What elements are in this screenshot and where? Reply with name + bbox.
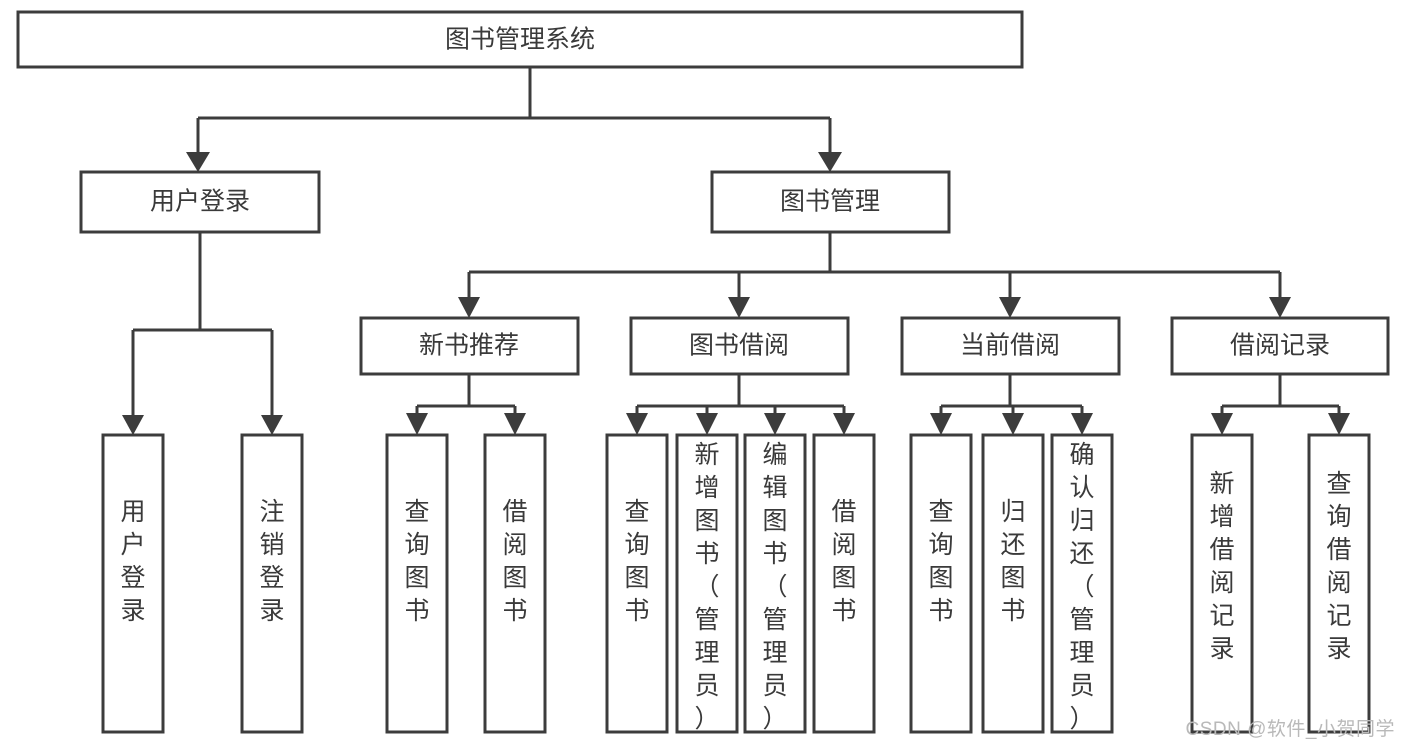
csdn-watermark: CSDN @软件_小贺同学 bbox=[1185, 719, 1395, 740]
leaf-user-login-box[interactable] bbox=[101, 433, 165, 734]
node-current-borrow[interactable]: 当前借阅 bbox=[900, 316, 1121, 376]
arrow-to-leaf-return-book bbox=[1002, 413, 1024, 435]
leaf-add-book-admin[interactable]: 新增图书（管理员） bbox=[675, 433, 739, 734]
arrow-to-leaf-query-book-2 bbox=[626, 413, 648, 435]
leaf-query-book-1[interactable]: 查询图书 bbox=[385, 433, 449, 734]
node-borrow-record[interactable]: 借阅记录 bbox=[1170, 316, 1390, 376]
arrow-to-leaf-add-record bbox=[1211, 413, 1233, 435]
connector-book-management-trunk bbox=[467, 232, 1282, 300]
leaf-query-book-3-label: 查询图书 bbox=[928, 498, 953, 625]
arrow-to-leaf-logout bbox=[261, 415, 283, 435]
leaf-return-book-label: 归还图书 bbox=[1000, 498, 1025, 625]
node-book-borrow-label: 图书借阅 bbox=[689, 332, 789, 360]
leaf-confirm-return-admin-label: 确认归还（管理员） bbox=[1069, 441, 1094, 733]
leaf-borrow-book-2-box[interactable] bbox=[812, 433, 876, 734]
leaf-add-borrow-record[interactable]: 新增借阅记录 bbox=[1190, 433, 1254, 734]
node-book-management[interactable]: 图书管理 bbox=[710, 170, 951, 234]
leaf-query-book-2-box[interactable] bbox=[605, 433, 669, 734]
leaf-query-book-2[interactable]: 查询图书 bbox=[605, 433, 669, 734]
node-user-login-box[interactable] bbox=[79, 170, 321, 234]
arrow-to-leaf-add-book bbox=[696, 413, 718, 435]
leaf-add-borrow-record-box[interactable] bbox=[1190, 433, 1254, 734]
node-new-book-recommend-box[interactable] bbox=[359, 316, 580, 376]
arrow-to-leaf-confirm-return bbox=[1071, 413, 1093, 435]
leaf-borrow-book-1-box[interactable] bbox=[483, 433, 547, 734]
leaf-return-book-box[interactable] bbox=[981, 433, 1045, 734]
leaf-query-book-3-box[interactable] bbox=[909, 433, 973, 734]
arrow-to-leaf-query-book-3 bbox=[930, 413, 952, 435]
leaf-borrow-book-1[interactable]: 借阅图书 bbox=[483, 433, 547, 734]
leaf-logout-box[interactable] bbox=[240, 433, 304, 734]
node-new-book-recommend[interactable]: 新书推荐 bbox=[359, 316, 580, 376]
node-book-management-label: 图书管理 bbox=[780, 188, 880, 216]
arrow-to-new-book-recommend bbox=[458, 297, 480, 318]
arrow-to-leaf-borrow-book-1 bbox=[504, 413, 526, 435]
arrow-to-leaf-query-book-1 bbox=[406, 413, 428, 435]
connector-layer bbox=[122, 67, 1350, 435]
connector-user-login-trunk bbox=[131, 232, 274, 418]
node-borrow-record-box[interactable] bbox=[1170, 316, 1390, 376]
leaf-add-book-admin-label: 新增图书（管理员） bbox=[694, 441, 719, 733]
node-user-login-label: 用户登录 bbox=[150, 188, 250, 216]
arrow-to-current-borrow bbox=[999, 297, 1021, 318]
leaf-add-book-admin-box[interactable] bbox=[675, 433, 739, 734]
node-current-borrow-box[interactable] bbox=[900, 316, 1121, 376]
leaf-query-borrow-record-box[interactable] bbox=[1307, 433, 1371, 734]
leaf-borrow-book-1-label: 借阅图书 bbox=[502, 498, 527, 625]
leaf-borrow-book-2[interactable]: 借阅图书 bbox=[812, 433, 876, 734]
leaf-logout-label: 注销登录 bbox=[259, 498, 284, 625]
leaf-borrow-book-2-label: 借阅图书 bbox=[831, 498, 856, 625]
connector-book-borrow-trunk bbox=[635, 374, 846, 418]
leaf-edit-book-admin-label: 编辑图书（管理员） bbox=[762, 441, 787, 733]
node-root-box[interactable] bbox=[16, 10, 1024, 69]
arrow-to-leaf-user-login bbox=[122, 415, 144, 435]
leaf-query-book-2-label: 查询图书 bbox=[624, 498, 649, 625]
leaf-logout[interactable]: 注销登录 bbox=[240, 433, 304, 734]
connector-root-trunk bbox=[196, 67, 832, 155]
leaf-add-borrow-record-label: 新增借阅记录 bbox=[1209, 470, 1234, 663]
leaf-user-login-label: 用户登录 bbox=[120, 498, 145, 625]
node-borrow-record-label: 借阅记录 bbox=[1230, 332, 1330, 360]
arrow-to-book-management bbox=[818, 152, 842, 172]
leaf-confirm-return-admin[interactable]: 确认归还（管理员） bbox=[1050, 433, 1114, 734]
node-current-borrow-label: 当前借阅 bbox=[960, 332, 1060, 360]
leaf-query-book-1-label: 查询图书 bbox=[404, 498, 429, 625]
node-book-borrow-box[interactable] bbox=[629, 316, 850, 376]
leaf-edit-book-admin[interactable]: 编辑图书（管理员） bbox=[743, 433, 807, 734]
arrow-to-leaf-query-record bbox=[1328, 413, 1350, 435]
connector-new-book-recommend-trunk bbox=[415, 374, 517, 418]
node-user-login[interactable]: 用户登录 bbox=[79, 170, 321, 234]
arrow-to-leaf-edit-book bbox=[764, 413, 786, 435]
node-book-borrow[interactable]: 图书借阅 bbox=[629, 316, 850, 376]
node-root-label: 图书管理系统 bbox=[445, 26, 595, 54]
arrow-to-borrow-record bbox=[1269, 297, 1291, 318]
leaf-query-book-1-box[interactable] bbox=[385, 433, 449, 734]
leaf-confirm-return-admin-box[interactable] bbox=[1050, 433, 1114, 734]
leaf-user-login[interactable]: 用户登录 bbox=[101, 433, 165, 734]
node-new-book-recommend-label: 新书推荐 bbox=[419, 332, 519, 360]
arrow-to-book-borrow bbox=[728, 297, 750, 318]
connector-borrow-record-trunk bbox=[1220, 374, 1341, 418]
leaf-return-book[interactable]: 归还图书 bbox=[981, 433, 1045, 734]
arrow-to-leaf-borrow-book-2 bbox=[833, 413, 855, 435]
leaf-query-book-3[interactable]: 查询图书 bbox=[909, 433, 973, 734]
connector-current-borrow-trunk bbox=[939, 374, 1084, 418]
leaf-query-borrow-record[interactable]: 查询借阅记录 bbox=[1307, 433, 1371, 734]
leaf-edit-book-admin-box[interactable] bbox=[743, 433, 807, 734]
node-root-system[interactable]: 图书管理系统 bbox=[16, 10, 1024, 69]
arrow-to-user-login bbox=[186, 152, 210, 172]
node-book-management-box[interactable] bbox=[710, 170, 951, 234]
leaf-query-borrow-record-label: 查询借阅记录 bbox=[1326, 470, 1351, 663]
